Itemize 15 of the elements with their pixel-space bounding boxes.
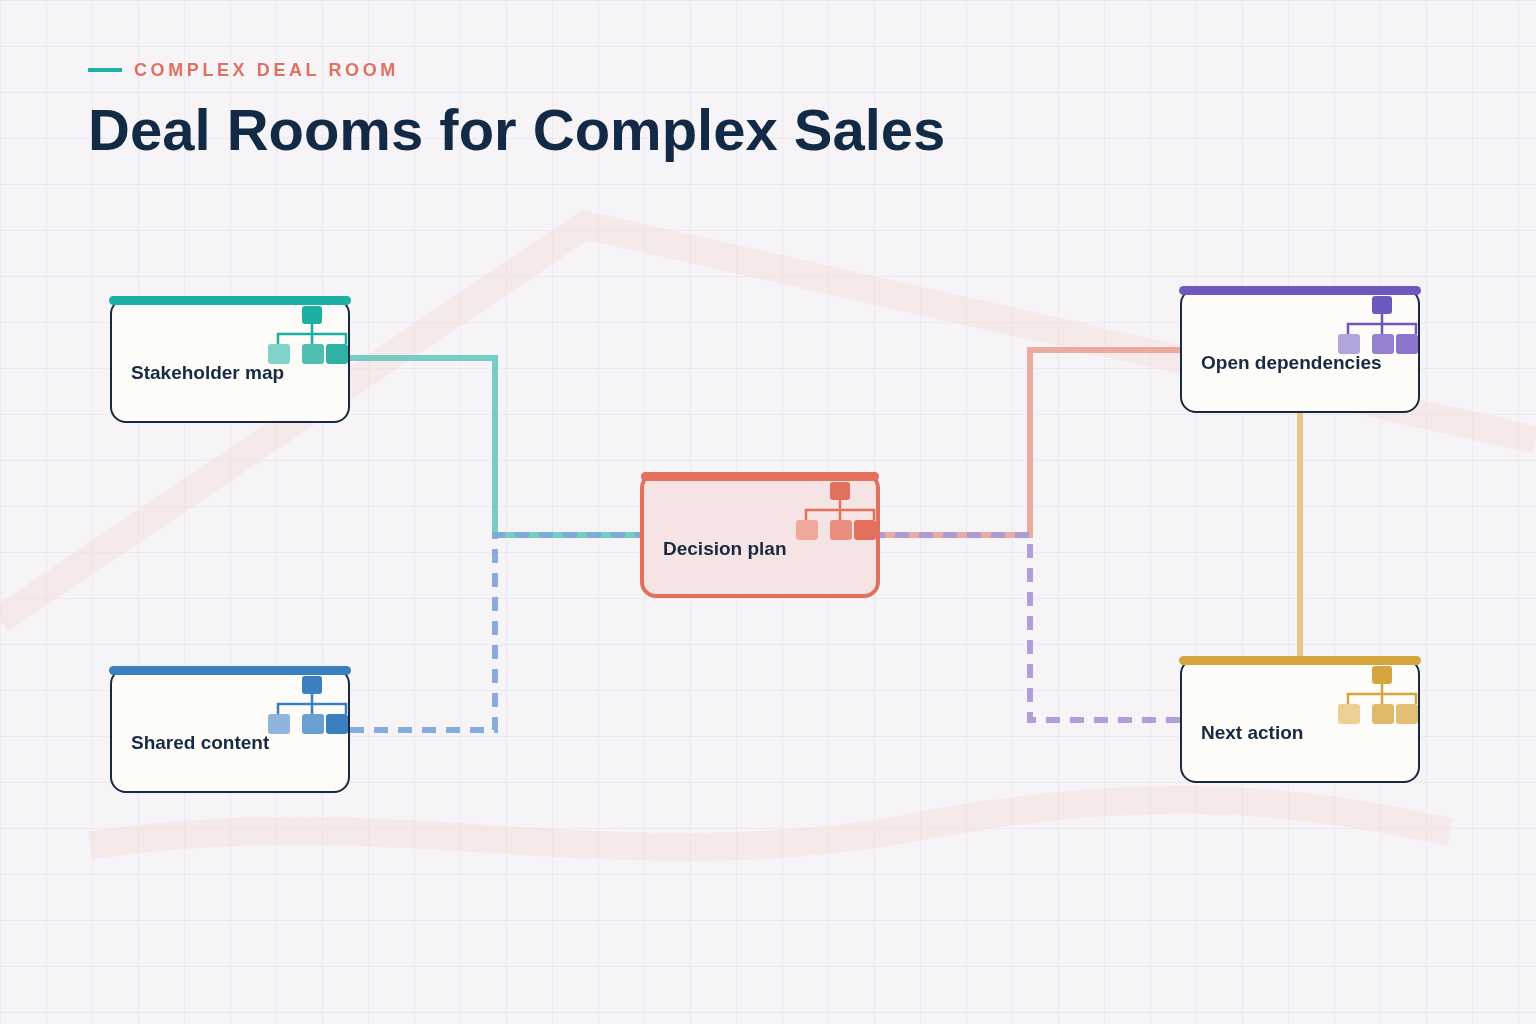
topic-card — [1180, 658, 1420, 783]
title: Deal Rooms for Complex Sales — [88, 96, 946, 163]
card-label: Stakeholder map — [131, 362, 285, 384]
card-label: Next action — [1201, 722, 1304, 744]
topic-card — [1180, 288, 1420, 413]
card-label: Decision plan — [663, 538, 787, 560]
topic-card — [110, 298, 350, 423]
connector-line — [1297, 413, 1303, 658]
eyebrow-label: COMPLEX DEAL ROOM — [134, 60, 399, 81]
connector-line — [350, 532, 640, 733]
connector-line — [880, 532, 1180, 723]
card-label: Open dependencies — [1201, 352, 1382, 374]
topic-card — [110, 668, 350, 793]
card-label: Shared content — [131, 732, 270, 754]
topic-card — [640, 472, 880, 598]
